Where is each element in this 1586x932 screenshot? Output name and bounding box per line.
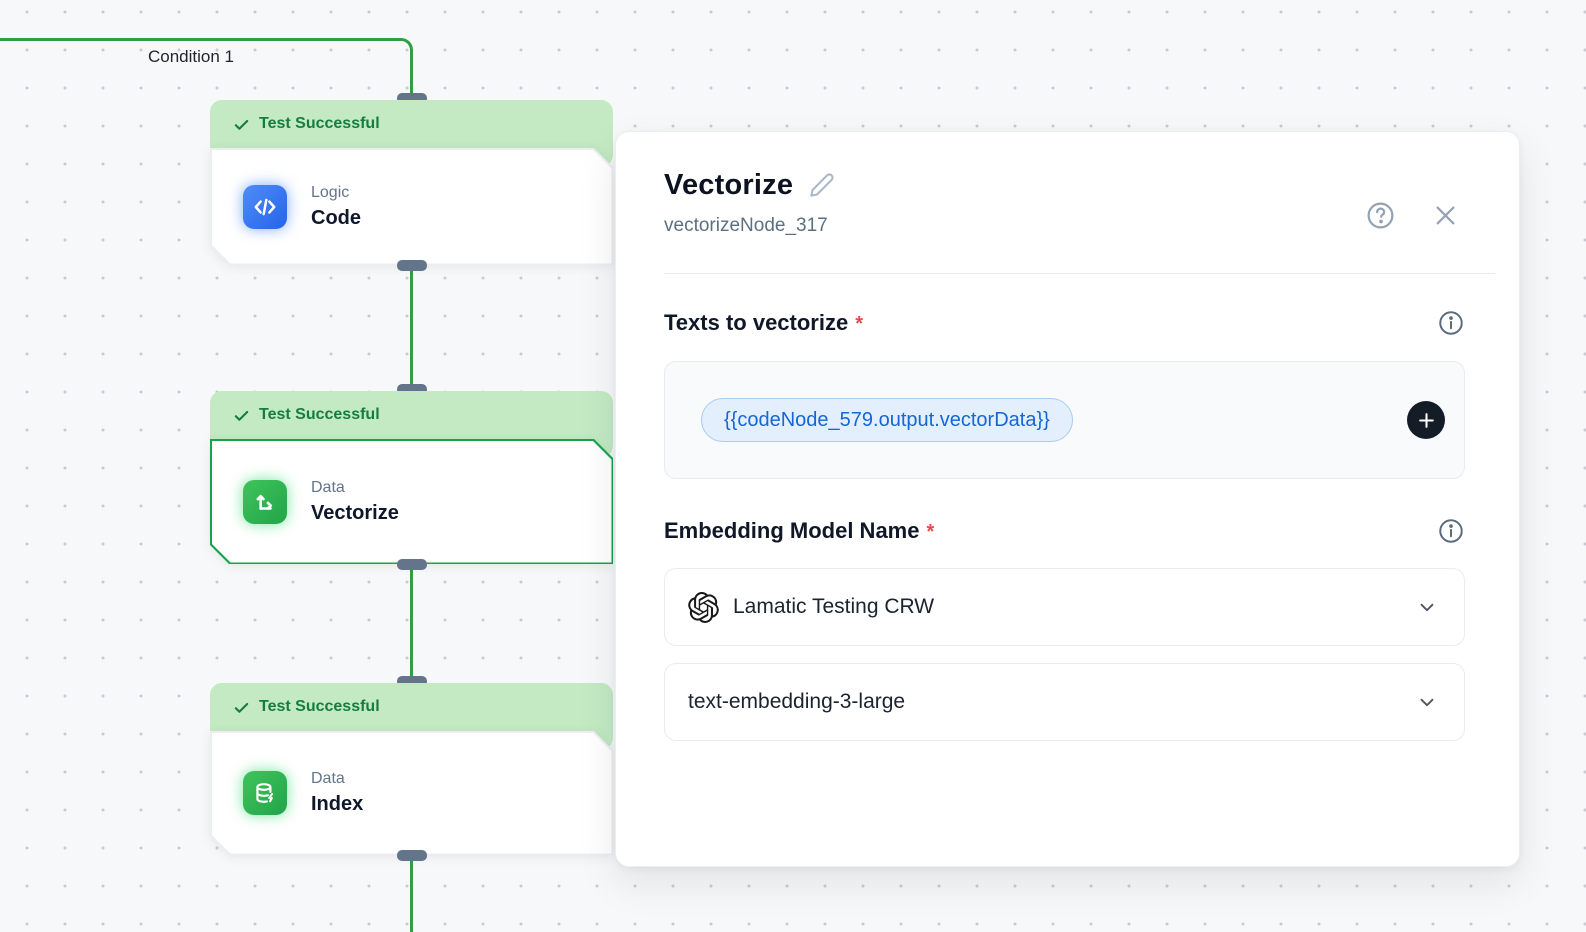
node-category: Data: [311, 478, 345, 496]
check-icon: [234, 410, 249, 421]
openai-logo: [688, 591, 719, 623]
node-index-top-handle[interactable]: [396, 676, 427, 687]
texts-to-vectorize-input[interactable]: {{codeNode_579.output.vectorData}}: [664, 361, 1465, 479]
help-icon[interactable]: [1365, 193, 1396, 237]
node-title: Vectorize: [311, 501, 399, 524]
node-status-label: Test Successful: [259, 115, 380, 132]
edge-segment-4: [410, 853, 413, 932]
required-marker: *: [855, 313, 864, 335]
vectorize-icon: [243, 479, 287, 524]
add-text-button[interactable]: [1407, 401, 1445, 439]
pencil-icon[interactable]: [808, 172, 835, 199]
texts-to-vectorize-label: Texts to vectorize*: [664, 310, 864, 335]
check-icon: [234, 119, 249, 130]
info-icon[interactable]: [1437, 517, 1465, 545]
panel-divider: [664, 273, 1495, 274]
edge-segment-3: [410, 563, 413, 684]
chevron-down-icon: [1416, 691, 1438, 713]
code-icon: [243, 184, 287, 229]
node-title: Index: [311, 793, 364, 815]
close-icon[interactable]: [1432, 193, 1459, 237]
node-status-label: Test Successful: [259, 406, 380, 423]
node-code-bottom-handle[interactable]: [396, 260, 427, 271]
node-index[interactable]: Test Successful Data Index: [210, 676, 613, 861]
node-code-top-handle[interactable]: [396, 93, 427, 104]
node-title: Code: [311, 206, 361, 229]
model-select-value: text-embedding-3-large: [688, 690, 906, 713]
variable-chip[interactable]: {{codeNode_579.output.vectorData}}: [701, 398, 1073, 442]
panel-title: Vectorize: [664, 169, 794, 201]
edge-segment-2: [410, 267, 413, 393]
database-icon: [243, 771, 287, 815]
edge-corner: [399, 38, 413, 58]
info-icon[interactable]: [1437, 309, 1465, 337]
node-vectorize-top-handle[interactable]: [396, 384, 427, 395]
model-select[interactable]: text-embedding-3-large: [664, 663, 1465, 741]
condition-branch-label: Condition 1: [148, 47, 235, 66]
chevron-down-icon: [1416, 596, 1438, 618]
node-code[interactable]: Test Successful Logic Code: [210, 93, 613, 271]
node-config-panel: Vectorize vectorizeNode_317 Texts to vec…: [615, 131, 1520, 867]
node-vectorize[interactable]: Test Successful Data Vectorize: [210, 384, 613, 570]
node-index-bottom-handle[interactable]: [396, 850, 427, 861]
provider-select-value: Lamatic Testing CRW: [733, 595, 935, 618]
embedding-model-name-label: Embedding Model Name*: [664, 518, 935, 543]
plus-icon: [1418, 412, 1434, 428]
node-status-label: Test Successful: [259, 698, 380, 715]
provider-select[interactable]: Lamatic Testing CRW: [664, 568, 1465, 646]
panel-title-block: Vectorize vectorizeNode_317: [664, 169, 835, 237]
required-marker: *: [926, 521, 935, 543]
node-category: Data: [311, 770, 345, 787]
edge-horizontal: [0, 38, 400, 41]
node-vectorize-bottom-handle[interactable]: [396, 559, 427, 570]
check-icon: [234, 702, 249, 713]
node-category: Logic: [311, 183, 350, 201]
node-id-label: vectorizeNode_317: [664, 215, 828, 236]
edge-segment-1: [410, 54, 413, 100]
